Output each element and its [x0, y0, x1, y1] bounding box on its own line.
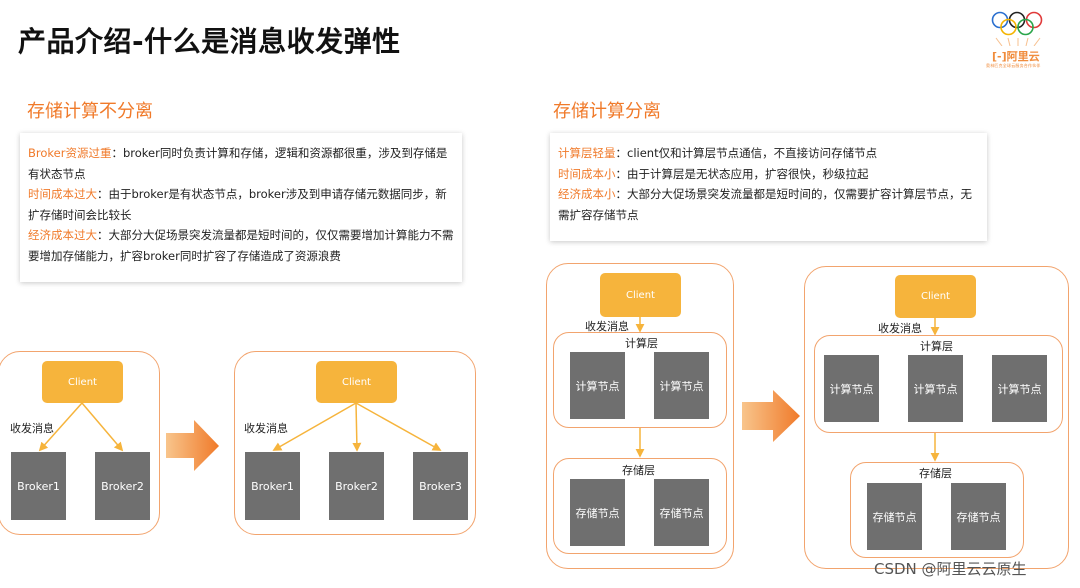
- compute-node: 计算节点: [824, 355, 879, 422]
- logo-brand: [-]阿里云: [992, 50, 1040, 63]
- broker-node: Broker2: [95, 452, 150, 520]
- broker-node: Broker3: [413, 452, 468, 520]
- left-section-title: 存储计算不分离: [27, 101, 153, 122]
- client-box: Client: [600, 273, 681, 317]
- left-description-box: Broker资源过重：broker同时负责计算和存储，逻辑和资源都很重，涉及到存…: [20, 133, 462, 282]
- compute-node: 计算节点: [992, 355, 1047, 422]
- client-box: Client: [895, 275, 976, 318]
- edge-label: 收发消息: [878, 322, 922, 335]
- compute-node: 计算节点: [654, 352, 709, 419]
- right-desc-item: 时间成本小：由于计算层是无状态应用，扩容很快，秒级拉起: [558, 166, 869, 181]
- storage-node: 存储节点: [951, 483, 1006, 550]
- client-box: Client: [316, 361, 397, 403]
- edge-label: 收发消息: [244, 422, 288, 435]
- edge-label: 收发消息: [10, 422, 54, 435]
- right-description-box: 计算层轻量：client仅和计算层节点通信，不直接访问存储节点 时间成本小：由于…: [550, 133, 987, 241]
- edge-label: 收发消息: [585, 320, 629, 333]
- storage-node: 存储节点: [867, 483, 922, 550]
- alibaba-cloud-logo: [-]阿里云 奥林匹克全球云服务合作伙伴: [982, 6, 1054, 68]
- broker-node: Broker1: [245, 452, 300, 520]
- left-desc-item: 时间成本过大：由于broker是有状态节点，broker涉及到申请存储元数据同步…: [28, 187, 447, 222]
- right-desc-item: 计算层轻量：client仅和计算层节点通信，不直接访问存储节点: [558, 146, 878, 160]
- olympic-rings-icon: [991, 11, 1043, 46]
- page-title: 产品介绍-什么是消息收发弹性: [18, 25, 401, 58]
- compute-layer-label: 计算层: [625, 337, 658, 350]
- left-desc-item: 经济成本过大：大部分大促场景突发流量都是短时间的，仅仅需要增加计算能力不需要增加…: [28, 228, 454, 263]
- watermark: CSDN @阿里云云原生: [874, 560, 1027, 578]
- broker-node: Broker2: [329, 452, 384, 520]
- client-box: Client: [42, 361, 123, 403]
- compute-node: 计算节点: [908, 355, 963, 422]
- left-desc-item: Broker资源过重：broker同时负责计算和存储，逻辑和资源都很重，涉及到存…: [28, 146, 448, 181]
- right-desc-item: 经济成本小：大部分大促场景突发流量都是短时间的，仅需要扩容计算层节点，无需扩容存…: [558, 187, 972, 222]
- logo-tagline: 奥林匹克全球云服务合作伙伴: [986, 63, 1041, 68]
- storage-node: 存储节点: [654, 479, 709, 546]
- broker-node: Broker1: [11, 452, 66, 520]
- compute-layer-label: 计算层: [920, 340, 953, 353]
- compute-node: 计算节点: [570, 352, 625, 419]
- storage-layer-label: 存储层: [622, 464, 655, 477]
- storage-layer-label: 存储层: [919, 467, 952, 480]
- storage-node: 存储节点: [570, 479, 625, 546]
- right-section-title: 存储计算分离: [553, 101, 661, 122]
